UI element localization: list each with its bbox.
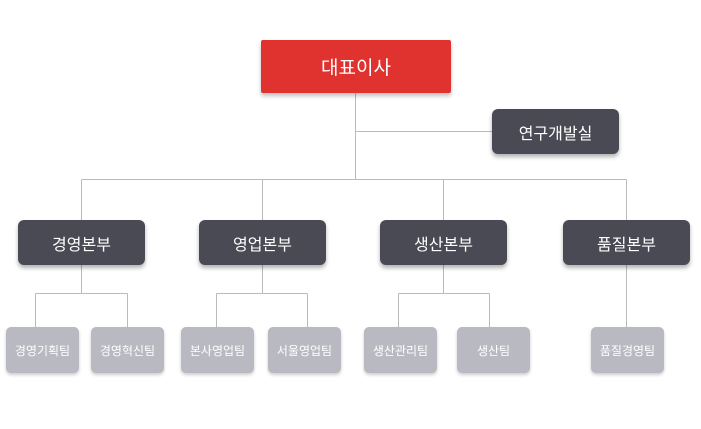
division-production: 생산본부 — [380, 220, 507, 265]
division-management: 경영본부 — [18, 220, 145, 265]
ceo-node: 대표이사 — [261, 40, 451, 93]
team-seoul-sales: 서울영업팀 — [268, 327, 341, 373]
division-sales: 영업본부 — [199, 220, 326, 265]
division-quality: 품질본부 — [563, 220, 690, 265]
team-production-management: 생산관리팀 — [364, 327, 437, 373]
rnd-office-node: 연구개발실 — [492, 109, 619, 154]
team-management-innovation: 경영혁신팀 — [91, 327, 164, 373]
team-hq-sales: 본사영업팀 — [181, 327, 254, 373]
team-management-planning: 경영기획팀 — [6, 327, 79, 373]
team-quality-management: 품질경영팀 — [591, 327, 664, 373]
team-production: 생산팀 — [457, 327, 530, 373]
